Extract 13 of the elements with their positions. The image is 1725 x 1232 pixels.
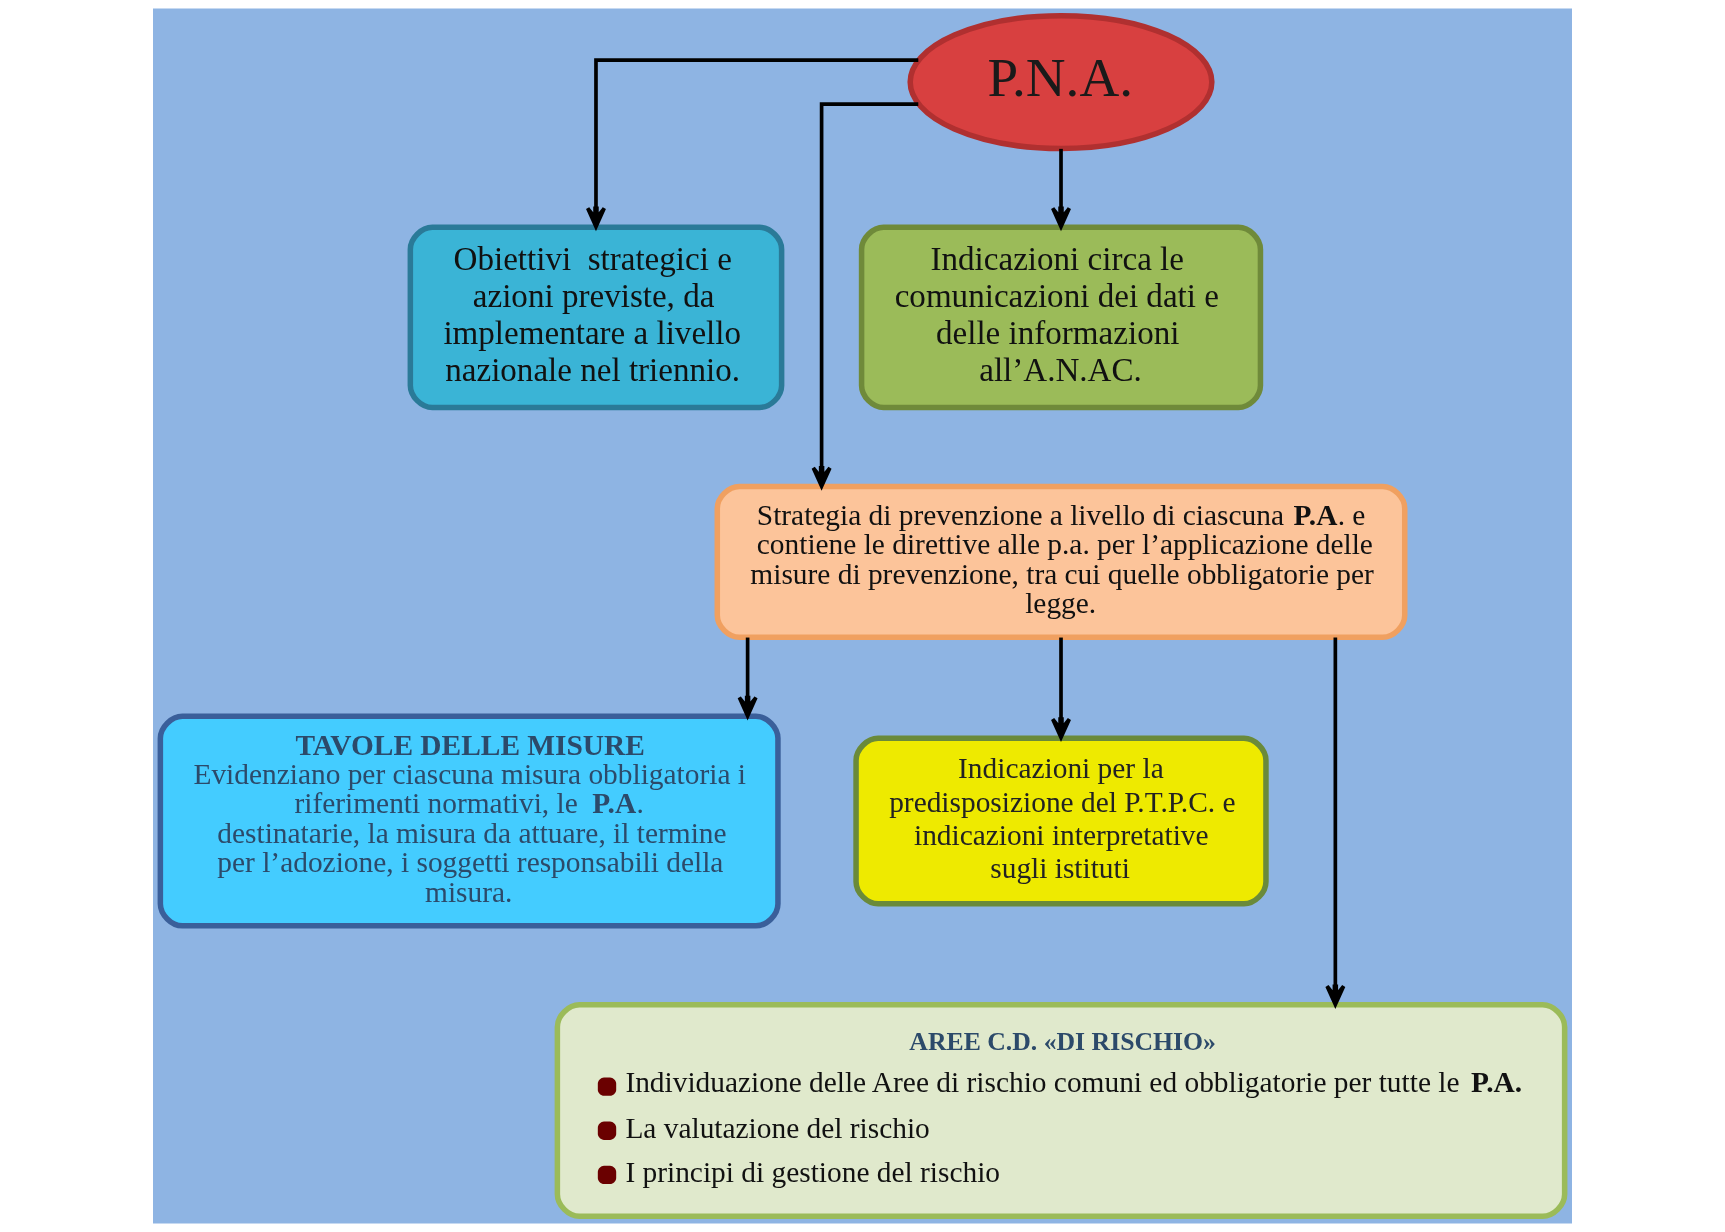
node-box: Indicazioni circa le comunicazioni dei dati e delle informazioni all’A.N.AC. [858, 224, 1264, 411]
arrow [1050, 637, 1072, 740]
node-box: Indicazioni per la predisposizione del P.T.P.C. e indicazioni interpretative sugli istituti [853, 735, 1269, 907]
node-box: Obiettivi strategici e azioni previste, da implementare a livello nazionale nel triennio. [407, 224, 785, 411]
node-box: Strategia di prevenzione a livello di ciascuna P.A. e contiene le direttive alle p.a. per l’applicazione delle misure di prevenzione, tra cui quelle obbligatorie per legge. [714, 483, 1408, 640]
arrow [585, 58, 919, 229]
arrow [1325, 637, 1346, 1007]
arrow [811, 102, 919, 489]
node-ellipse: P.N.A. [907, 12, 1215, 152]
arrow [737, 637, 758, 718]
node-box: AREE C.D. «DI RISCHIO» Individuazione delle Aree di rischio comuni ed obbligatorie per tutte le P.A. La valutazione del rischio I principi di gestione del rischio [554, 1002, 1568, 1219]
node-box: TAVOLE DELLE MISURE Evidenziano per ciascuna misura obbligatoria i riferimenti normativi, le P.A. destinatarie, la misura da attuare, il termine per l’adozione, i soggetti responsabili della misura. [157, 713, 781, 929]
arrow [1050, 148, 1072, 229]
